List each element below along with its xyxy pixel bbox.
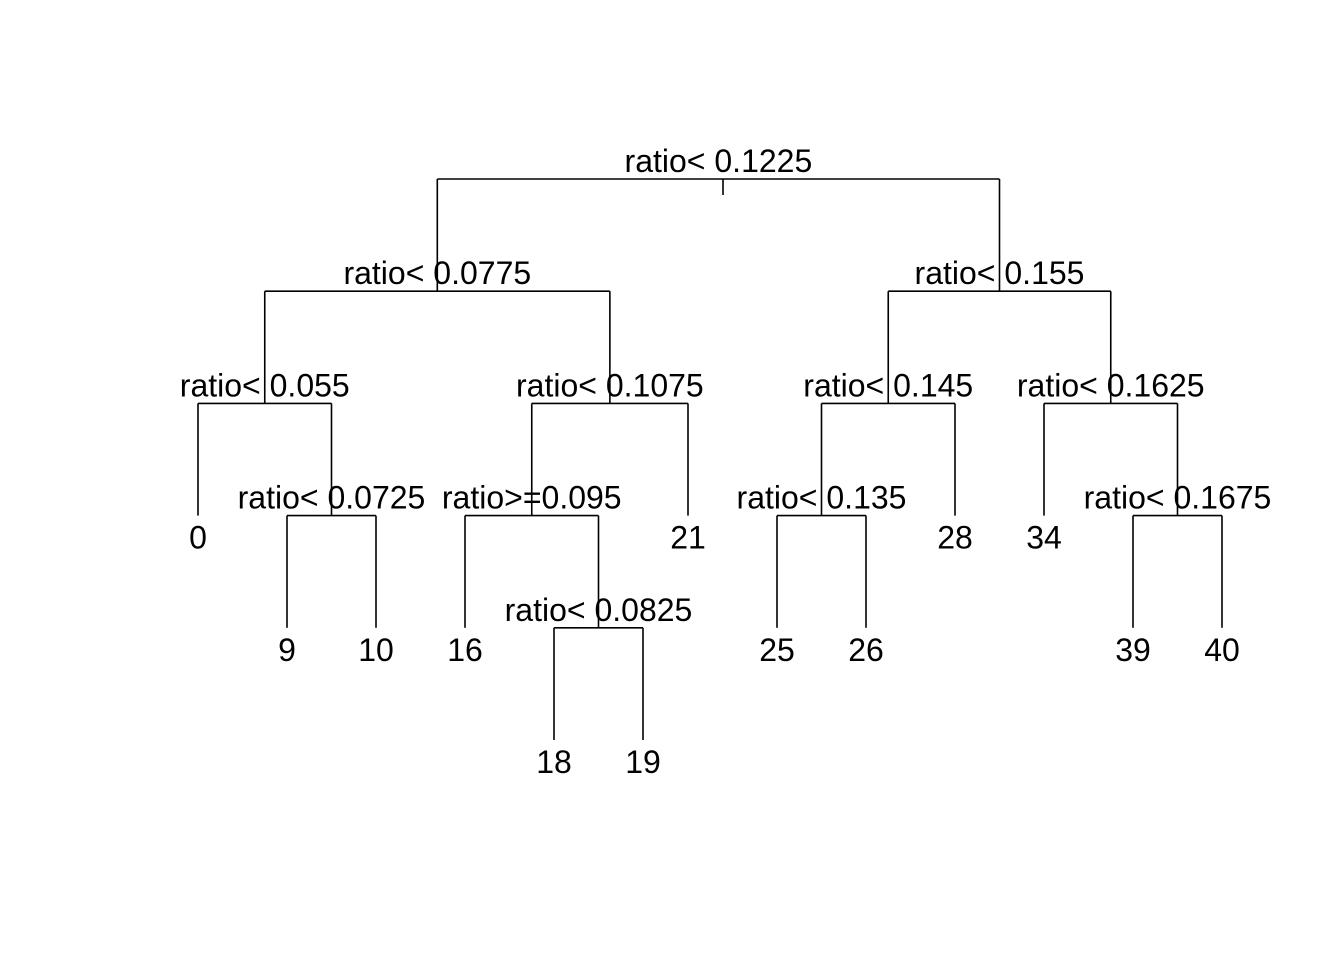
split-label: ratio< 0.135: [737, 480, 907, 516]
split-label: ratio< 0.145: [803, 367, 973, 403]
leaf-label: 19: [625, 744, 661, 780]
split-label: ratio< 0.155: [915, 255, 1085, 291]
split-label: ratio< 0.1225: [625, 143, 813, 179]
leaf-label: 40: [1204, 632, 1240, 668]
split-label: ratio< 0.055: [180, 367, 350, 403]
leaf-label: 21: [670, 520, 706, 556]
leaf-label: 34: [1026, 520, 1062, 556]
split-label: ratio< 0.0775: [343, 255, 531, 291]
split-label: ratio< 0.1075: [516, 367, 704, 403]
split-label: ratio< 0.1625: [1017, 367, 1205, 403]
split-label: ratio< 0.1675: [1084, 480, 1272, 516]
leaf-label: 10: [358, 632, 394, 668]
split-label: ratio>=0.095: [442, 480, 622, 516]
split-label: ratio< 0.0725: [238, 480, 426, 516]
leaf-label: 0: [189, 520, 207, 556]
leaf-label: 28: [937, 520, 973, 556]
leaf-label: 26: [848, 632, 884, 668]
leaf-label: 39: [1115, 632, 1151, 668]
leaf-label: 25: [759, 632, 795, 668]
leaf-label: 18: [536, 744, 572, 780]
leaf-label: 16: [447, 632, 483, 668]
leaf-label: 9: [278, 632, 296, 668]
split-label: ratio< 0.0825: [505, 592, 693, 628]
